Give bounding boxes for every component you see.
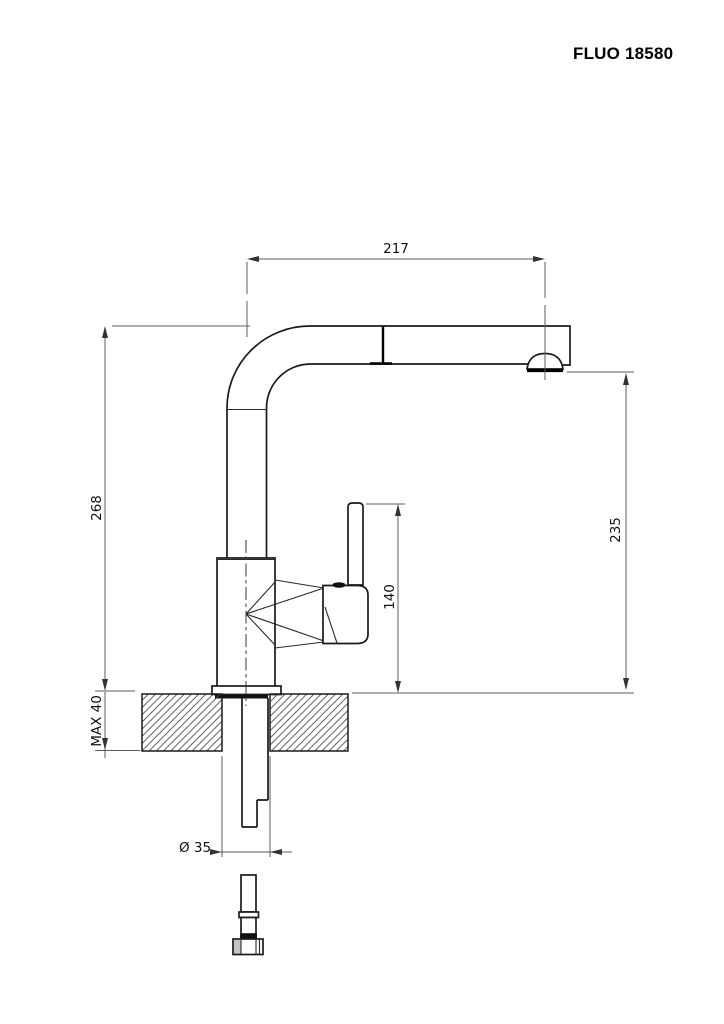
handle-assembly [245,502,369,649]
dim-outlet-height-label: 235 [608,517,624,543]
dim-hole-diameter-label: Ø 35 [179,840,211,856]
spout [226,325,571,558]
dim-overall-height: 268 [89,325,250,692]
dim-outlet-height: 235 [567,371,634,690]
drawing-title: FLUO 18580 [573,44,674,63]
dim-overall-height-label: 268 [89,495,105,521]
handle-lever [347,502,364,586]
dim-spout-reach: 217 [246,241,546,380]
dim-hole-diameter: Ø 35 [179,756,292,857]
handle-set-screw [332,582,346,588]
base-gasket [215,694,268,699]
cartridge-housing [322,584,369,645]
faucet-body [211,540,282,706]
dim-spout-reach-label: 217 [383,241,409,257]
dim-max-deck-thickness: MAX 40 [89,692,140,758]
dim-handle-height: 140 [366,503,405,693]
bottom-fitting [232,874,264,956]
fitting-nut-facet-shade [234,940,241,954]
countertop-right-slab [269,693,349,752]
fitting-upper-tube [240,874,257,913]
supply-shank [241,698,269,828]
dim-handle-height-label: 140 [382,584,398,610]
dim-max-deck-thickness-label: MAX 40 [89,695,105,747]
cartridge-joint-line [324,606,338,644]
fitting-mid-tube [240,916,257,935]
countertop-left-slab [141,693,223,752]
countertop-section [141,693,349,752]
fitting-seal-band [240,934,257,939]
